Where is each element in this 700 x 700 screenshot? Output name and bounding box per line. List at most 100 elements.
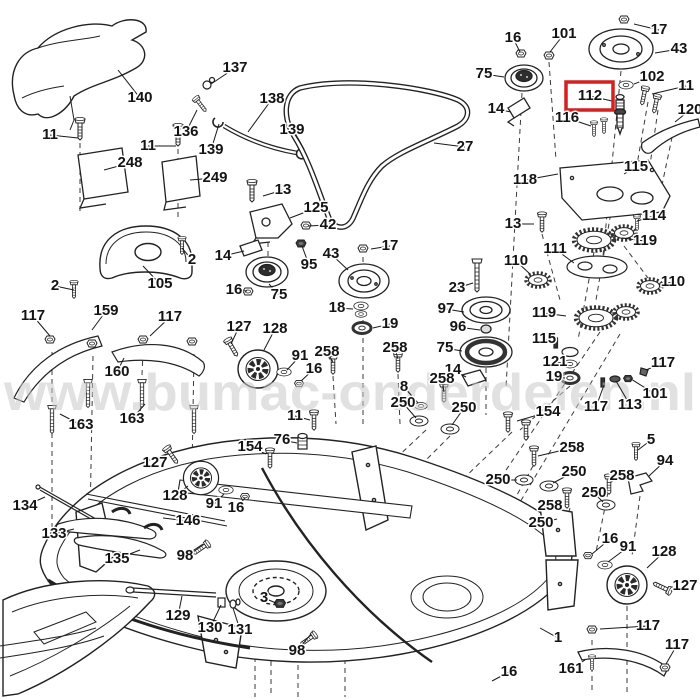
part-label-101: 101 (551, 25, 576, 42)
part-label-136: 136 (173, 123, 198, 140)
part-label-16: 16 (505, 29, 522, 46)
part-label-163: 163 (68, 416, 93, 433)
part-label-127: 127 (226, 318, 251, 335)
leader-line-27 (433, 142, 466, 148)
leader-line-76 (281, 439, 298, 444)
part-label-154: 154 (535, 403, 561, 420)
leader-line-127 (670, 585, 686, 592)
part-label-105: 105 (147, 275, 172, 292)
part-label-250: 250 (390, 394, 415, 411)
part-label-91: 91 (620, 538, 637, 555)
leader-line-101 (630, 378, 656, 395)
leader-line-117 (599, 625, 649, 630)
leader-line-98 (296, 633, 312, 652)
leader-line-14 (222, 250, 245, 257)
leader-line-118 (524, 173, 559, 181)
part-label-98: 98 (177, 547, 194, 564)
leader-line-96 (457, 326, 481, 331)
part-label-19: 19 (546, 368, 563, 385)
leader-line-16 (300, 368, 315, 382)
leader-line-1 (539, 627, 559, 639)
leader-line-110 (658, 281, 674, 286)
leader-line-16 (591, 538, 611, 555)
misc-fasteners-11-76-154-98-3 (190, 409, 320, 649)
part-label-258: 258 (559, 439, 584, 456)
leader-line-115 (543, 338, 557, 344)
part-label-128: 128 (162, 487, 187, 504)
part-label-115: 115 (624, 158, 648, 175)
part-label-115: 115 (532, 330, 556, 347)
deck-fasteners-154-258-250-5-94 (502, 411, 653, 525)
part-label-129: 129 (165, 607, 190, 624)
highlight-box-112 (564, 80, 615, 112)
leader-line-161 (570, 659, 586, 670)
leader-line-258 (441, 378, 445, 393)
leader-line-95 (301, 245, 310, 266)
part-label-97: 97 (438, 300, 455, 317)
leader-line-249 (189, 177, 216, 181)
leader-line-248 (103, 162, 131, 171)
lift-rod-129-130-131 (125, 586, 241, 609)
leader-line-11 (651, 85, 687, 95)
part-label-160: 160 (104, 363, 129, 380)
part-label-138: 138 (259, 90, 284, 107)
part-label-110: 110 (504, 252, 528, 269)
part-label-139: 139 (279, 121, 304, 138)
part-label-258: 258 (609, 467, 634, 484)
part-label-43: 43 (671, 40, 688, 57)
leader-line-2 (54, 285, 75, 291)
leader-line-128 (263, 328, 276, 351)
part-label-91: 91 (292, 347, 309, 364)
part-label-16: 16 (602, 530, 619, 547)
leader-line-137 (210, 67, 236, 85)
part-label-258: 258 (314, 343, 339, 360)
part-label-3: 3 (260, 589, 268, 606)
part-label-130: 130 (197, 619, 222, 636)
v-belt-27 (283, 80, 471, 230)
idler-pulley-75-top (504, 49, 555, 127)
leader-line-119 (621, 237, 646, 242)
part-label-11: 11 (287, 407, 303, 424)
part-label-161: 161 (558, 660, 583, 677)
part-label-116: 116 (555, 109, 579, 126)
part-label-102: 102 (639, 68, 664, 85)
part-label-19: 19 (382, 315, 399, 332)
leader-line-16 (235, 497, 246, 509)
leader-line-250 (540, 518, 558, 524)
leader-line-129 (177, 595, 183, 617)
leader-line-121 (554, 361, 568, 365)
deck-shell-1 (39, 437, 579, 669)
part-label-154: 154 (237, 438, 263, 455)
leader-line-159 (91, 310, 107, 331)
leader-line-125 (289, 207, 317, 219)
leader-line-3 (263, 597, 277, 604)
watermark-text: www.bumac-onderdelen.nl (3, 364, 696, 422)
part-label-8: 8 (400, 378, 408, 395)
leader-line-154 (249, 446, 267, 455)
leader-line-138 (247, 98, 273, 133)
spindle-pulley-43-center (327, 244, 404, 375)
leader-line-11 (294, 415, 311, 421)
part-label-110: 110 (661, 273, 685, 290)
leader-line-250 (552, 471, 575, 484)
part-label-121: 121 (542, 353, 567, 370)
baffle-plates-248-249 (74, 116, 201, 211)
leader-line-117 (32, 315, 51, 337)
leader-line-163 (131, 403, 146, 420)
leader-line-250 (451, 407, 465, 426)
spindle-pulley-43-top-right (588, 15, 700, 154)
leader-line-139 (210, 123, 220, 151)
leader-line-17 (633, 23, 660, 31)
leader-line-113 (615, 380, 631, 406)
part-label-2: 2 (188, 251, 196, 268)
leader-line-102 (633, 76, 653, 85)
part-label-258: 258 (429, 370, 454, 387)
leader-line-115 (623, 166, 637, 175)
leader-line-127 (230, 326, 240, 345)
discharge-chute (0, 580, 156, 697)
leader-line-250 (593, 492, 604, 503)
leader-line-101 (549, 33, 565, 53)
leader-line-91 (607, 546, 629, 563)
